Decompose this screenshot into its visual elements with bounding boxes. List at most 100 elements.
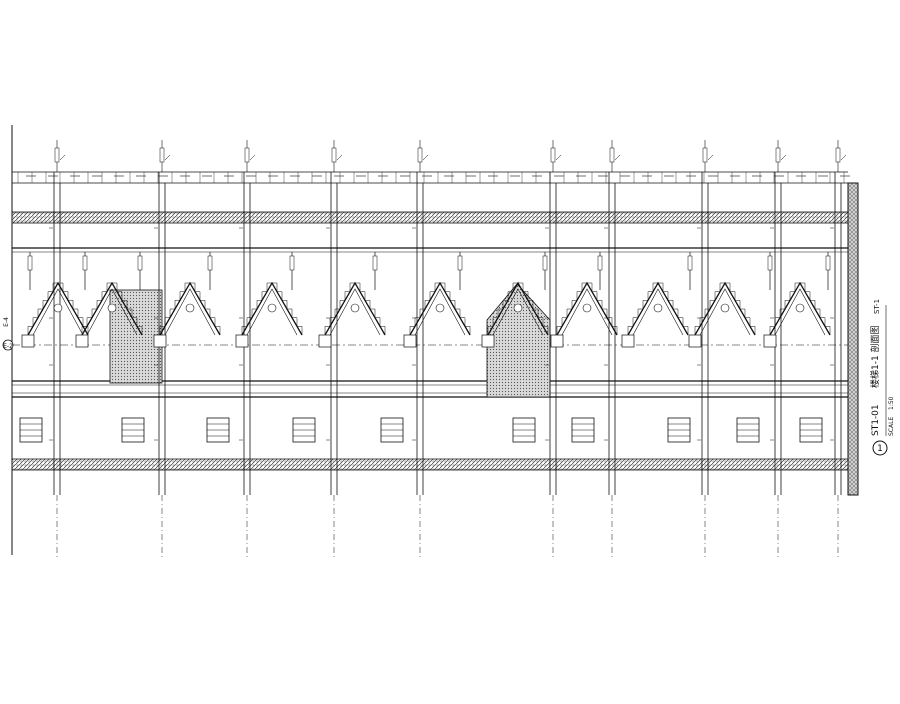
stair-step [117, 291, 123, 301]
stair-step [277, 291, 283, 301]
stair-step [112, 282, 118, 292]
stair-step [658, 282, 664, 292]
stair-tag [582, 303, 592, 313]
stair-step [810, 300, 816, 309]
upper-post-tag [207, 255, 213, 271]
dimension-ticks [17, 172, 850, 441]
stair-step [179, 291, 185, 301]
stair-step [81, 326, 87, 335]
level-marker [775, 147, 781, 163]
stair-step [419, 308, 425, 318]
stair-step [694, 326, 700, 335]
upper-post-tag [542, 255, 548, 271]
grid-mark-e4: E-4 [3, 317, 10, 327]
stair-step [774, 317, 780, 327]
stair-step [800, 282, 806, 292]
landing-beam [550, 334, 564, 348]
stair-step [455, 308, 461, 318]
upper-post-tag [457, 255, 463, 271]
upper-slab [11, 211, 849, 224]
level-marker-leader [840, 154, 847, 161]
stair-step [745, 317, 751, 327]
grid-bubble-left: E-2 E-4 [2, 317, 14, 351]
title-drawing-name: 楼梯1-1 剖面图 [869, 325, 881, 388]
right-wall [847, 182, 859, 496]
title-circle-number: 1 [877, 444, 883, 454]
landing-beam [235, 334, 249, 348]
upper-post-tag [82, 255, 88, 271]
stair-step [815, 308, 821, 318]
stair-tag [53, 303, 63, 313]
stair-step [566, 308, 572, 318]
stair-step [91, 308, 97, 318]
upper-post-tag [767, 255, 773, 271]
stair-step [132, 317, 138, 327]
stair-step [101, 291, 107, 301]
stair-step [32, 317, 38, 327]
stair-step [380, 326, 386, 335]
stair-step [602, 308, 608, 318]
upper-post-tag [825, 255, 831, 271]
level-marker-leader [614, 154, 621, 161]
level-marker [54, 147, 60, 163]
stair-step [27, 326, 33, 335]
title-circle [872, 440, 888, 456]
stair-step [355, 282, 361, 292]
landing-beam [481, 334, 495, 348]
stair-step [533, 308, 539, 318]
stair-flight-soffit [492, 288, 544, 336]
stair-step [292, 317, 298, 327]
stair-step [663, 291, 669, 301]
stair-step [612, 326, 618, 335]
stair-step [699, 317, 705, 327]
stair-step [409, 326, 415, 335]
stair-tag [720, 303, 730, 313]
title-scale-label: SCALE [888, 417, 895, 436]
stair-step [683, 326, 689, 335]
stair-step [789, 291, 795, 301]
level-marker [835, 147, 841, 163]
stair-step [465, 326, 471, 335]
stair-step [719, 282, 725, 292]
stair-step [627, 326, 633, 335]
level-marker-leader [707, 154, 714, 161]
stair-step [820, 317, 826, 327]
landing-beam [688, 334, 702, 348]
stair-step [344, 291, 350, 301]
landing-beam [403, 334, 417, 348]
stair-step [581, 282, 587, 292]
stair-flight-soffit [164, 288, 216, 336]
stair-step [205, 308, 211, 318]
stair-step [159, 326, 165, 335]
stair-step [127, 308, 133, 318]
level-marker-leader [336, 154, 343, 161]
stair-flight-soffit [414, 288, 466, 336]
stair-step [429, 291, 435, 301]
stair-step [725, 282, 731, 292]
stair-step [106, 282, 112, 292]
stair-step [261, 291, 267, 301]
stair-step [282, 300, 288, 309]
stair-step [735, 300, 741, 309]
stair-step [460, 317, 466, 327]
stair-step [241, 326, 247, 335]
stair-step [360, 291, 366, 301]
stair-tag [795, 303, 805, 313]
stair-step [512, 282, 518, 292]
stair-tag [513, 303, 523, 313]
stair-step [184, 282, 190, 292]
stair-step [63, 291, 69, 301]
stair-step [215, 326, 221, 335]
level-marker-leader [422, 154, 429, 161]
stair-step [246, 317, 252, 327]
landing-beam [75, 334, 89, 348]
stair-step [42, 300, 48, 309]
stair-step [334, 308, 340, 318]
stair-step [339, 300, 345, 309]
stair-step [324, 326, 330, 335]
stair-flight-soffit [774, 288, 826, 336]
stair-step [518, 282, 524, 292]
stair-step [805, 291, 811, 301]
stair-step [704, 308, 710, 318]
title-sheet-ref: ST-1 [873, 299, 881, 314]
